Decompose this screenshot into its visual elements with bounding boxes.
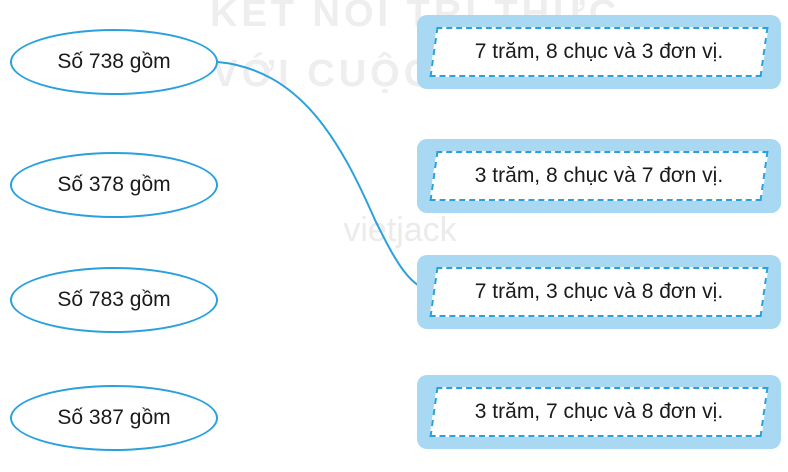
answer-card-label: 7 trăm, 3 chục và 8 đơn vị. [474, 280, 724, 303]
oval-label: Số 738 gồm [57, 50, 171, 73]
answer-card-label: 3 trăm, 8 chục và 7 đơn vị. [474, 164, 724, 187]
number-oval-378[interactable]: Số 378 gồm [10, 152, 218, 218]
oval-label: Số 783 gồm [57, 288, 171, 311]
answer-card-label: 7 trăm, 8 chục và 3 đơn vị. [474, 40, 724, 63]
number-oval-783[interactable]: Số 783 gồm [10, 267, 218, 333]
answer-card-4[interactable]: 3 trăm, 7 chục và 8 đơn vị. [417, 375, 781, 449]
answer-card-3[interactable]: 7 trăm, 3 chục và 8 đơn vị. [417, 255, 781, 329]
connector-line [217, 61, 437, 293]
answer-card-2[interactable]: 3 trăm, 8 chục và 7 đơn vị. [417, 139, 781, 213]
oval-label: Số 387 gồm [57, 406, 171, 429]
number-oval-387[interactable]: Số 387 gồm [10, 385, 218, 451]
answer-card-1[interactable]: 7 trăm, 8 chục và 3 đơn vị. [417, 15, 781, 89]
watermark-brand: vietjack [343, 211, 457, 249]
number-oval-738[interactable]: Số 738 gồm [10, 29, 218, 95]
oval-label: Số 378 gồm [57, 173, 171, 196]
answer-card-label: 3 trăm, 7 chục và 8 đơn vị. [474, 400, 724, 423]
